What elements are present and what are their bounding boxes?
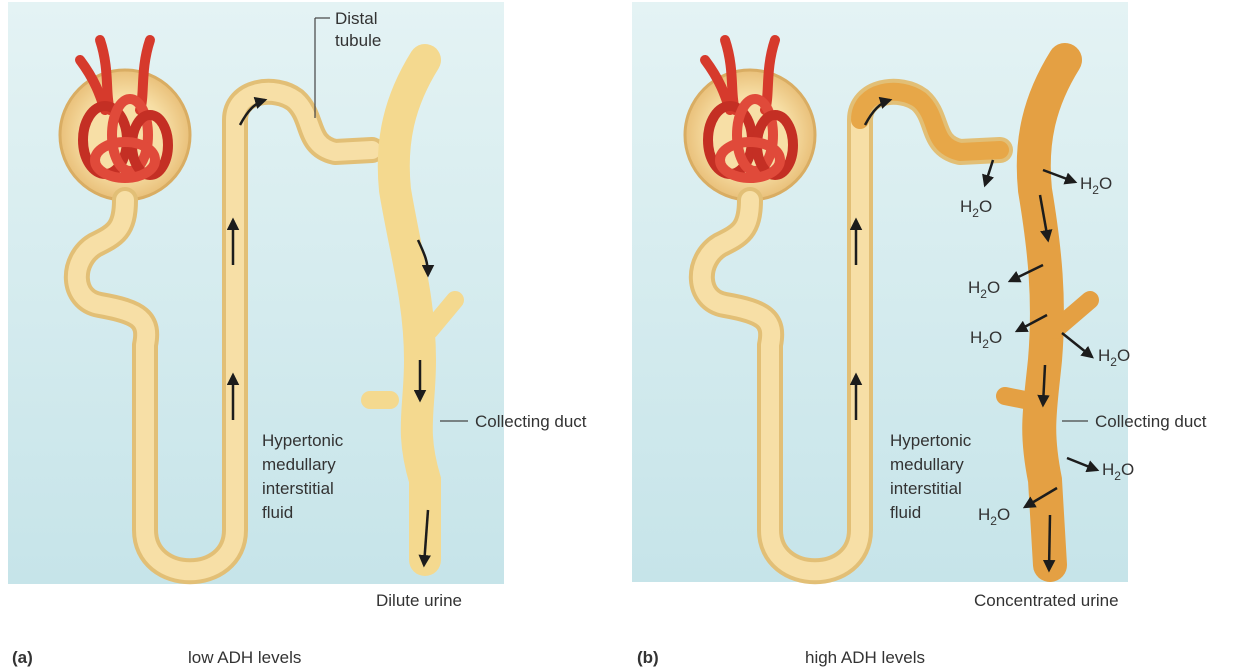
collecting-duct-label-a: Collecting duct	[475, 412, 587, 431]
panel-b-letter: (b)	[637, 648, 659, 667]
dilute-urine-label: Dilute urine	[376, 591, 462, 610]
panel-b: H2O H2O H2O H2O H2O H2O H2O Collecting d…	[632, 2, 1207, 667]
collecting-duct-label-b: Collecting duct	[1095, 412, 1207, 431]
panel-a-caption: low ADH levels	[188, 648, 301, 667]
panel-a: Distal tubule Collecting duct Hypertonic…	[8, 2, 587, 667]
duct-branch-b2	[1005, 396, 1025, 400]
panel-a-letter: (a)	[12, 648, 33, 667]
panel-b-caption: high ADH levels	[805, 648, 925, 667]
concentrated-urine-label: Concentrated urine	[974, 591, 1119, 610]
